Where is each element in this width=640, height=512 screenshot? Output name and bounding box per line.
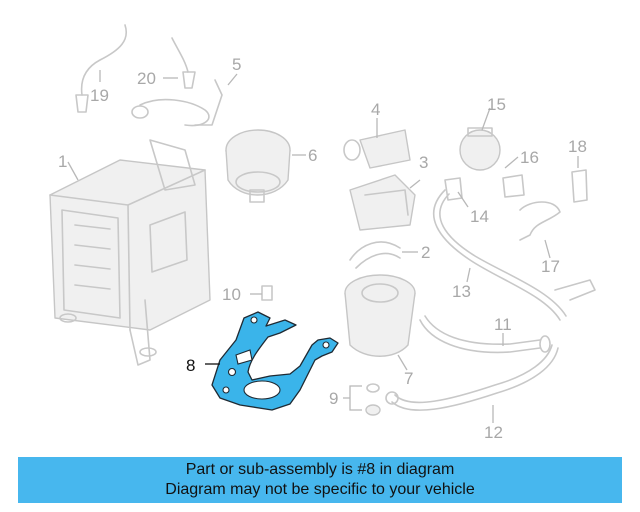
callout-5: 5 (232, 55, 241, 74)
callout-14: 14 (470, 207, 489, 226)
part-19-20-sensor-drawings (75, 24, 223, 127)
callout-13: 13 (452, 282, 471, 301)
callout-16: 16 (520, 148, 539, 167)
callout-18: 18 (568, 137, 587, 156)
part-8-bracket-highlighted[interactable] (211, 311, 339, 411)
banner-line-1: Part or sub-assembly is #8 in diagram (185, 461, 455, 478)
part-2-3-4-valve-drawings (343, 129, 416, 269)
callout-3: 3 (419, 153, 428, 172)
callout-11: 11 (494, 315, 512, 334)
part-13-pipe-drawing (433, 189, 596, 321)
callout-2: 2 (421, 243, 430, 262)
callout-4: 4 (371, 100, 380, 119)
callout-numbers: 1 2 3 4 5 6 7 8 9 10 11 12 13 14 15 16 1… (58, 55, 587, 442)
callout-6: 6 (308, 146, 317, 165)
part-1-canister-drawing (49, 139, 211, 366)
callout-15: 15 (487, 95, 506, 114)
part-14-18-drawings (444, 127, 588, 241)
callout-20: 20 (137, 69, 156, 88)
callout-12: 12 (484, 423, 503, 442)
banner-line-2: Diagram may not be specific to your vehi… (165, 481, 475, 498)
part-9-10-fastener-drawings (261, 285, 381, 416)
info-banner: Part or sub-assembly is #8 in diagram Di… (18, 457, 622, 503)
callout-10: 10 (222, 285, 241, 304)
part-11-12-hose-drawings (385, 315, 559, 411)
callout-17: 17 (541, 257, 560, 276)
callout-9: 9 (329, 389, 338, 408)
leader-lines (67, 70, 579, 423)
part-7-pump-drawing (344, 274, 416, 357)
callout-1: 1 (58, 152, 67, 171)
part-6-pump-drawing (225, 129, 291, 203)
callout-7: 7 (404, 369, 413, 388)
callout-19: 19 (90, 86, 109, 105)
callout-8[interactable]: 8 (186, 356, 195, 375)
